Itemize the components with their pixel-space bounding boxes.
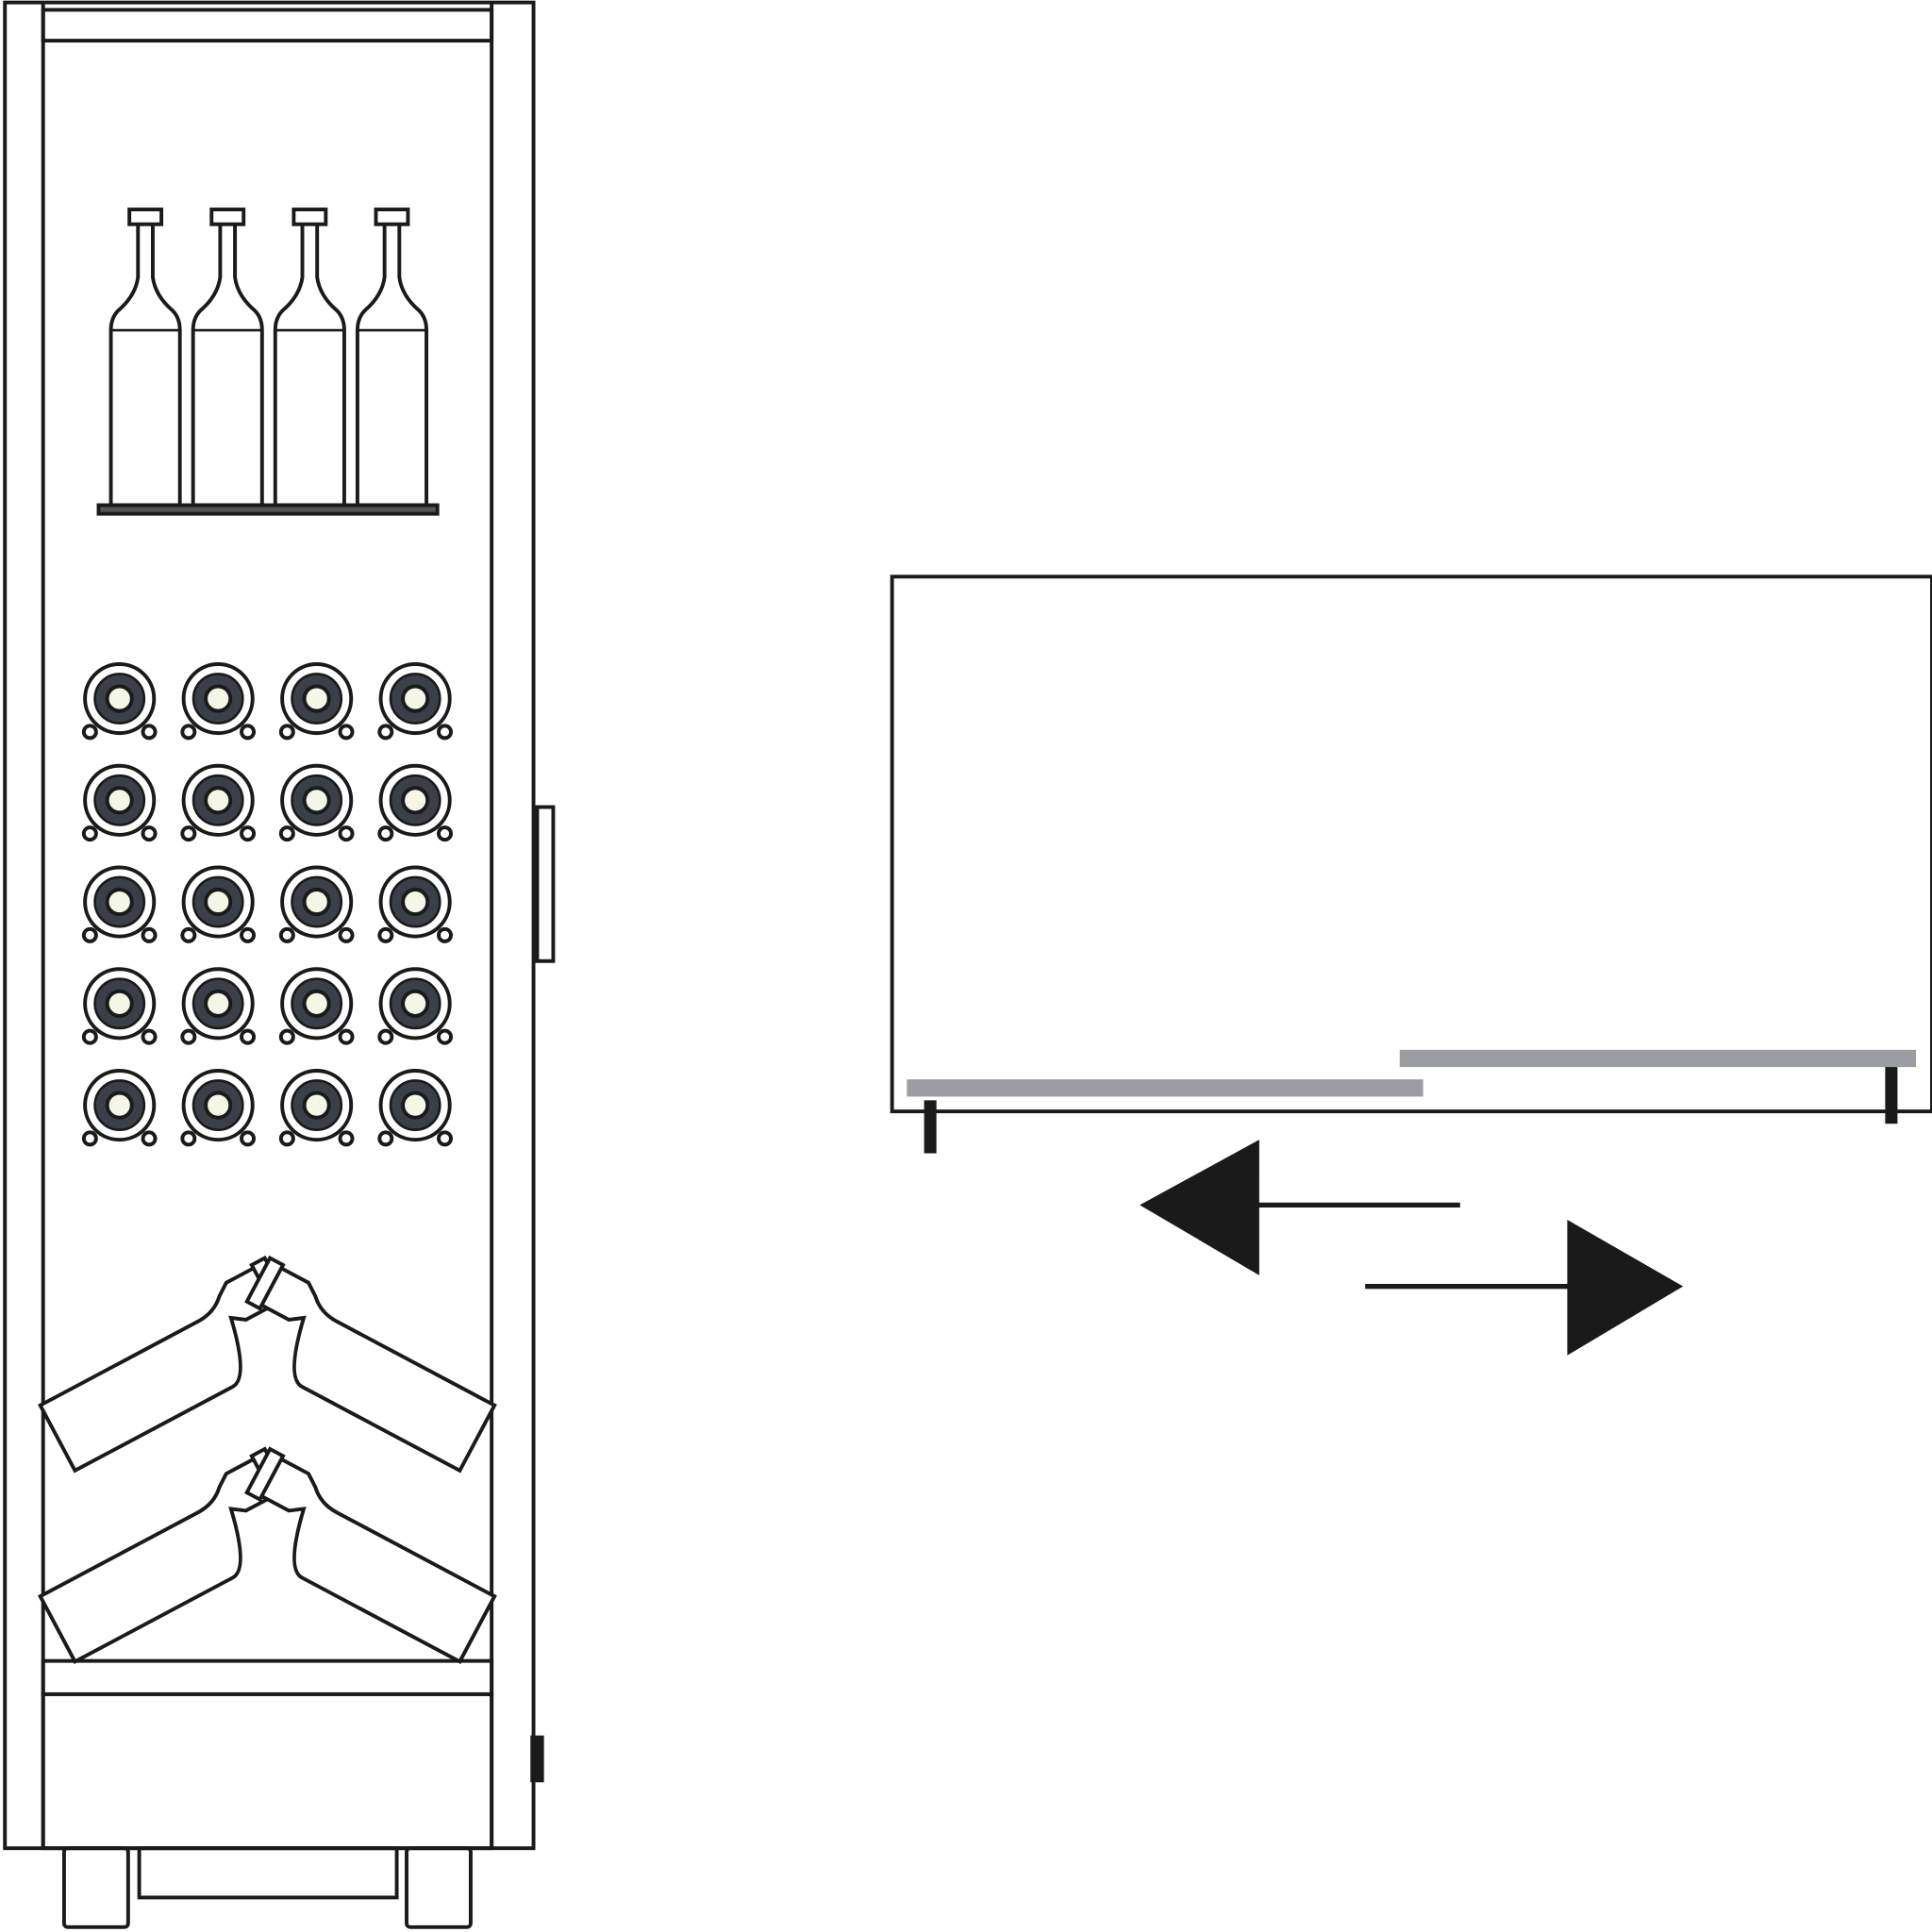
upright-bottles [108, 208, 429, 508]
bottle-end [81, 662, 158, 741]
top-panel [41, 8, 494, 43]
foot-left [61, 1846, 130, 1929]
bottle-end [377, 763, 453, 842]
bottle-end [377, 662, 453, 741]
bottle-cap [374, 208, 410, 226]
bottle-end [278, 1069, 355, 1147]
upper-sliding-shelf [1399, 1049, 1917, 1068]
angled-rack [38, 1446, 497, 1664]
angled-rack [38, 1255, 497, 1474]
bottle-end [180, 662, 257, 741]
bottle-end [377, 967, 453, 1045]
bottle-cap [127, 208, 164, 226]
base-plinth [137, 1846, 399, 1900]
bottle-cap [244, 1446, 286, 1503]
bottle-end [81, 967, 158, 1045]
bottle-shelf [96, 503, 440, 516]
bottle-end [180, 763, 257, 842]
bottle-end [180, 1069, 257, 1147]
bottle-end [81, 865, 158, 943]
bottle-end [81, 763, 158, 842]
shelf-unit-frame [890, 575, 1932, 1114]
sliding-shelf-unit [890, 575, 1932, 1356]
bottle-cap [244, 1255, 286, 1311]
door-handle [535, 805, 556, 963]
bottle-end [278, 763, 355, 842]
bottle-end [81, 1069, 158, 1147]
wine-cabinet [3, 0, 556, 1929]
angled-bottle [244, 1446, 497, 1664]
angled-bottle-racks [38, 1255, 497, 1664]
shelf-leg-left [924, 1100, 937, 1154]
bottle-end [377, 865, 453, 943]
shelf-leg-right [1885, 1067, 1898, 1124]
bottle-cap [209, 208, 246, 226]
bottle-end [278, 865, 355, 943]
angled-bottle [244, 1255, 497, 1474]
bottle-end [180, 865, 257, 943]
bottle-end [278, 662, 355, 741]
arrow-left-icon [1140, 1140, 1460, 1275]
bottle-ends-grid [81, 662, 453, 1147]
arrow-right-icon [1365, 1220, 1684, 1356]
control-knob [530, 1735, 544, 1783]
bottle-cap [291, 208, 328, 226]
bottle-end [278, 967, 355, 1045]
foot-right [405, 1846, 473, 1929]
bottle-end [180, 967, 257, 1045]
bottle-end [377, 1069, 453, 1147]
lower-sliding-shelf [907, 1079, 1424, 1097]
